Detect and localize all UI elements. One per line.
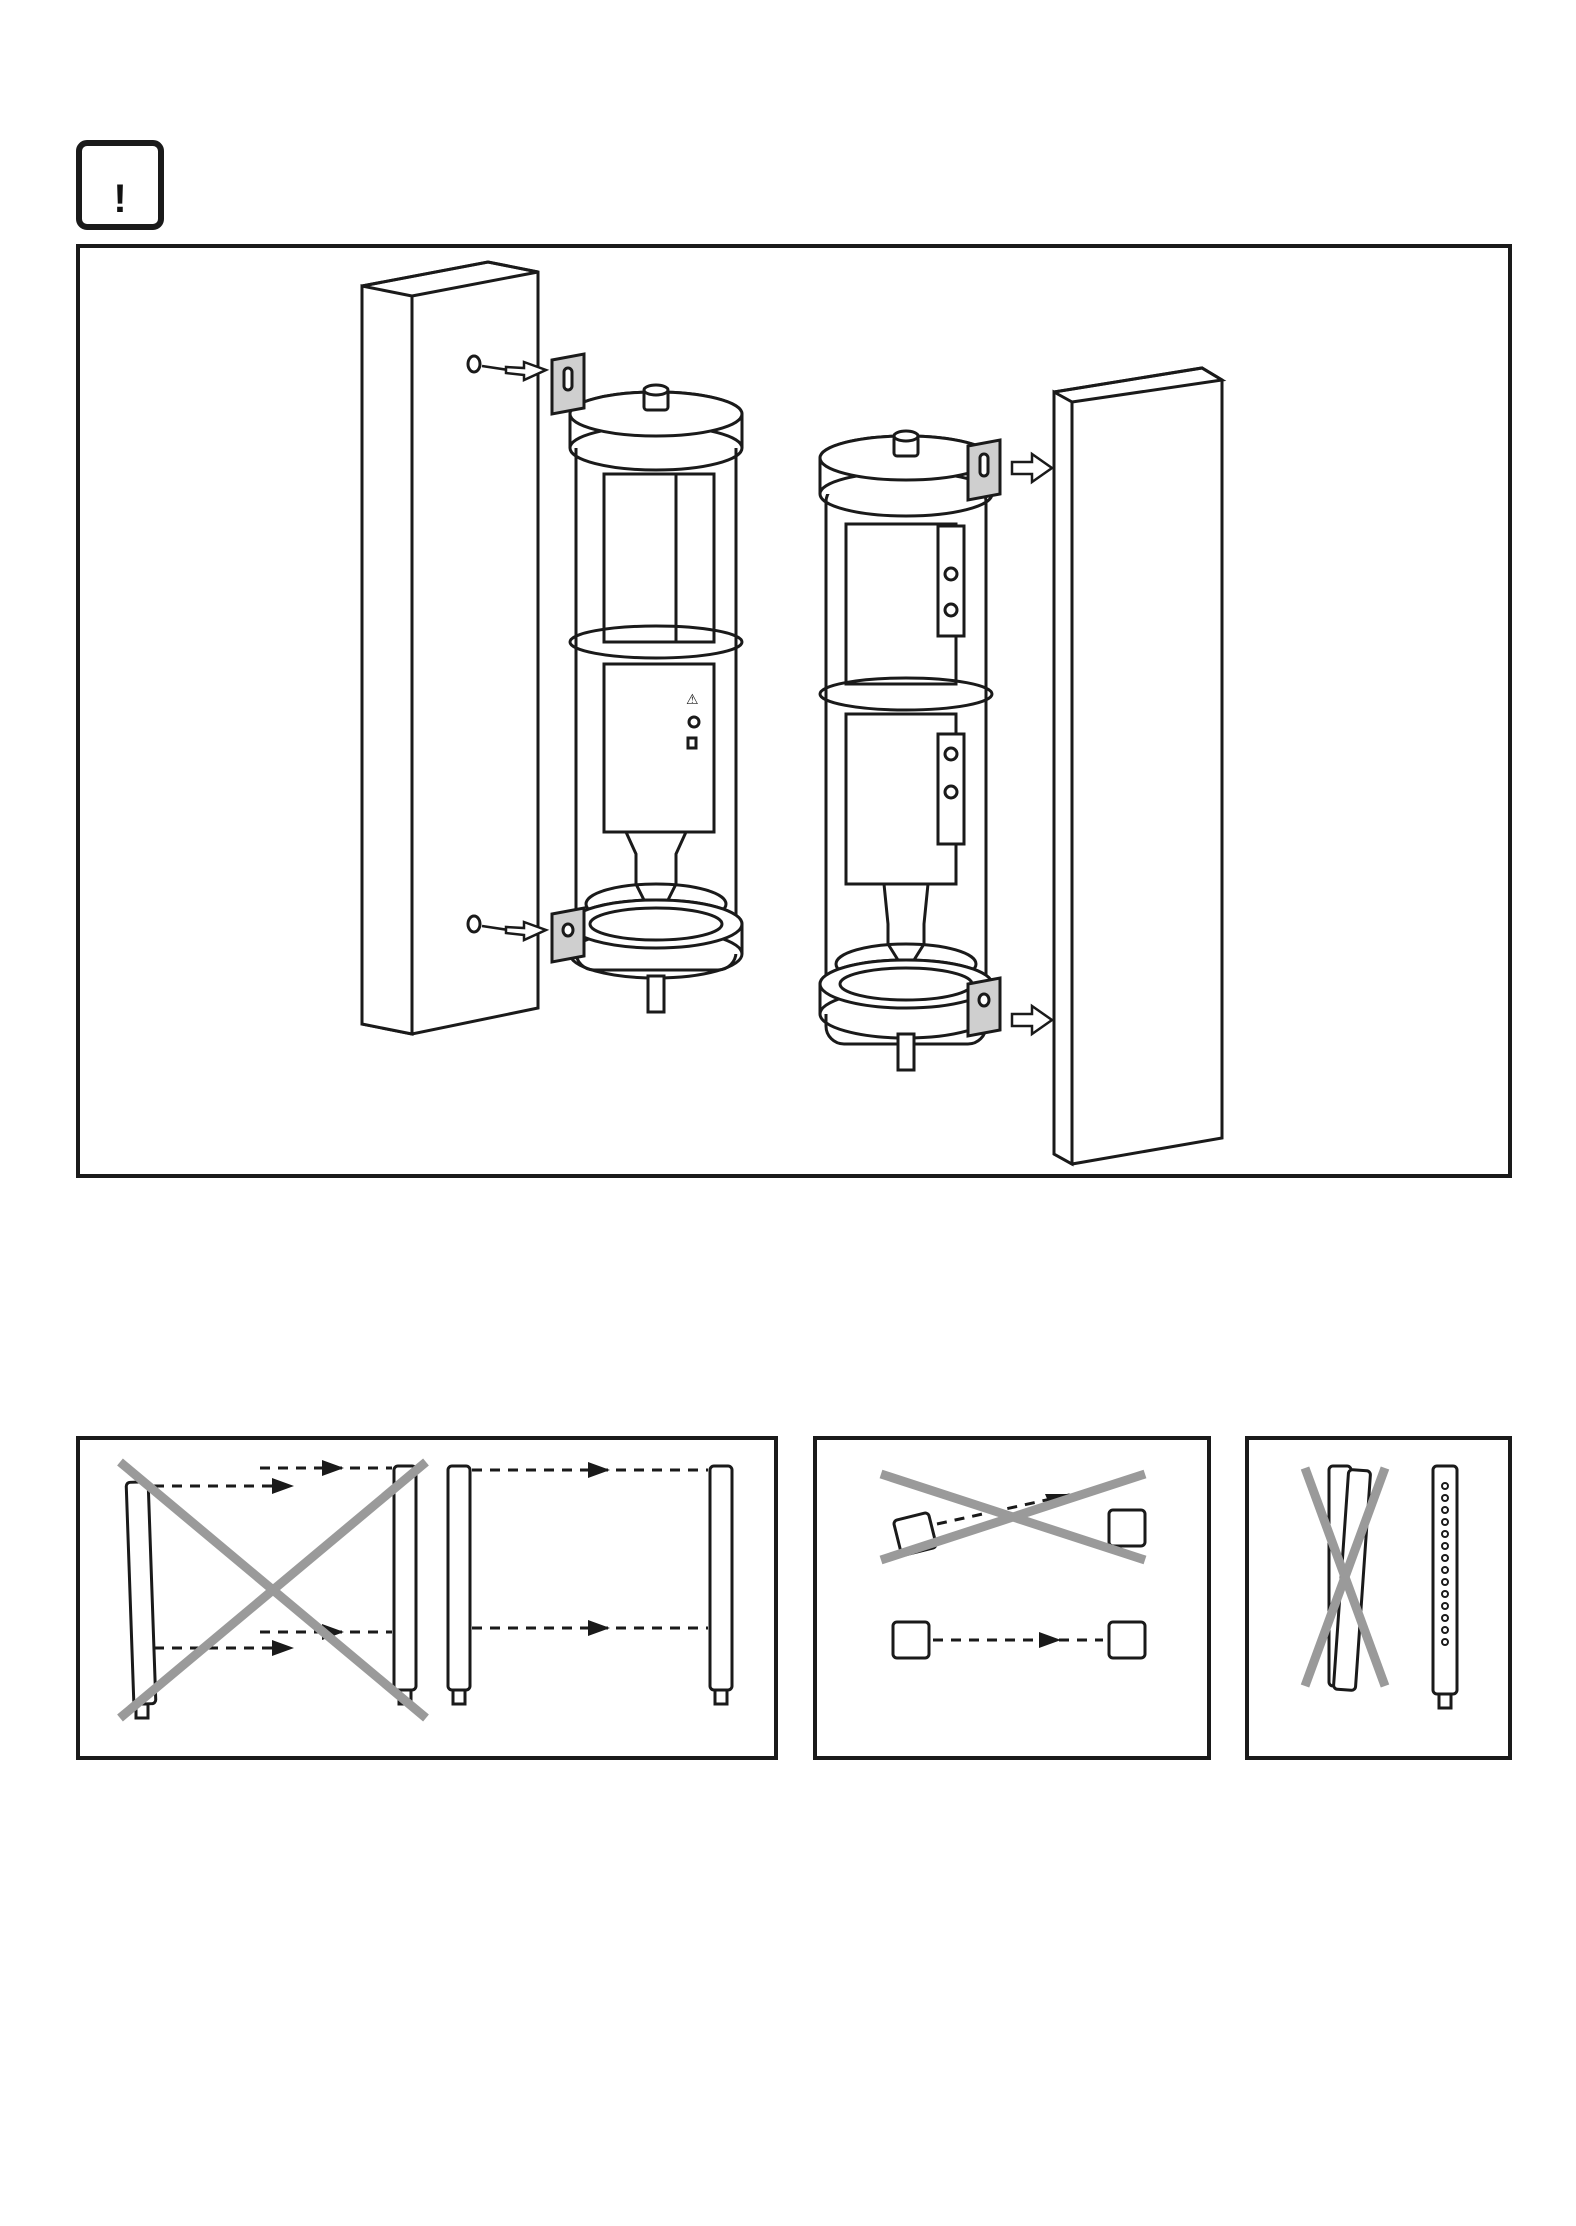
right-mounting-post: [1054, 368, 1222, 1164]
left-sensor: ⚠: [570, 385, 742, 1012]
left-mounting-post: [362, 262, 538, 1034]
rotation-alignment-diagram: [813, 1436, 1211, 1760]
right-sensor: [820, 431, 992, 1070]
svg-text:⚠: ⚠: [686, 691, 699, 707]
exclamation-warning-icon: !: [76, 140, 164, 230]
mounting-figure: ⚠: [76, 244, 1512, 1178]
orientation-diagram: [1245, 1436, 1512, 1760]
exclamation-symbol: !: [113, 177, 126, 221]
parallel-alignment-diagram: [76, 1436, 778, 1760]
